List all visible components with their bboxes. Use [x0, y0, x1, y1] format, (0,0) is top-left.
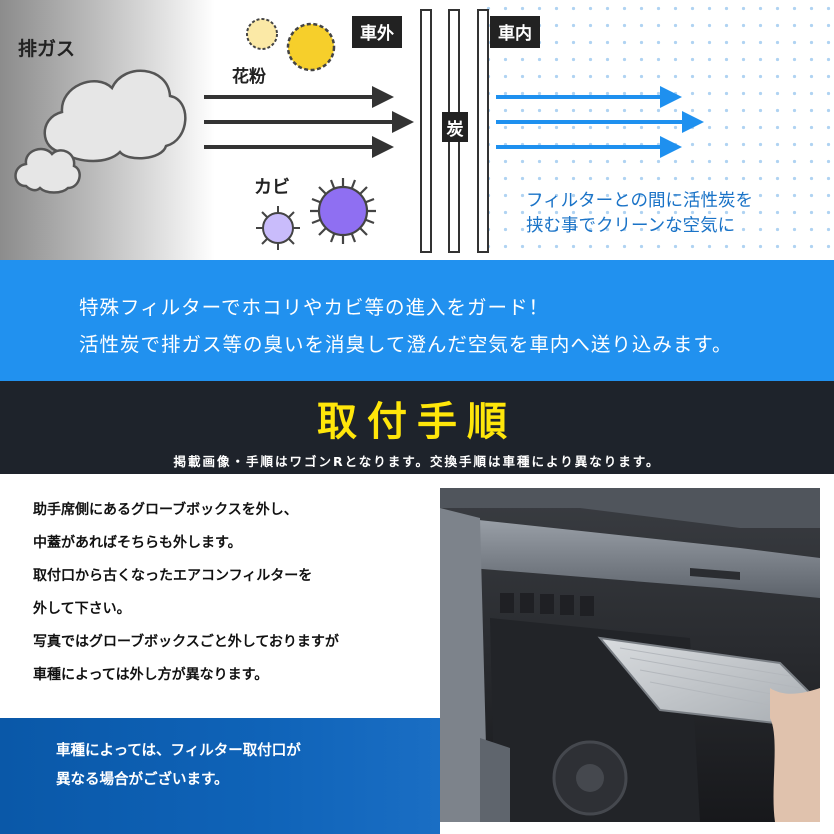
- exhaust-label: 排ガス: [18, 38, 76, 60]
- diagram-caption: フィルターとの間に活性炭を 挟む事でクリーンな空気に: [526, 189, 826, 239]
- pollen-icon-large: [286, 22, 336, 72]
- step-line: 写真ではグローブボックスごと外しておりますが: [33, 634, 339, 650]
- note-line-2: 異なる場合がございます。: [56, 772, 229, 788]
- install-title: 取付手順: [317, 399, 517, 445]
- description-line-1: 特殊フィルターでホコリやカビ等の進入をガード！: [79, 296, 549, 319]
- caption-line-2: 挟む事でクリーンな空気に: [526, 216, 736, 236]
- step-line: 外して下さい。: [33, 601, 131, 617]
- mold-label: カビ: [254, 177, 290, 198]
- mold-spore-icon: [256, 206, 300, 250]
- arrow-right-icon-blue: [496, 86, 704, 158]
- glovebox-photo-illustration: [440, 488, 820, 822]
- pollen-label: 花粉: [232, 67, 266, 87]
- filter-diagram: 排ガス 花粉 カビ 車外 車内 炭 フィルターとの間に活性炭を 挟む事でクリーン…: [0, 0, 834, 260]
- step-line: 助手席側にあるグローブボックスを外し、: [33, 502, 298, 518]
- pollen-icon: [246, 18, 278, 50]
- note-line-1: 車種によっては、フィルター取付口が: [56, 743, 301, 759]
- caption-line-1: フィルターとの間に活性炭を: [526, 191, 753, 211]
- description-band: 特殊フィルターでホコリやカビ等の進入をガード！ 活性炭で排ガス等の臭いを消臭して…: [0, 260, 834, 381]
- diagram-graphics: [14, 9, 704, 253]
- install-photo: [440, 488, 820, 822]
- outside-tag: 車外: [352, 16, 402, 48]
- charcoal-tag: 炭: [442, 112, 468, 142]
- description-line-2: 活性炭で排ガス等の臭いを消臭して澄んだ空気を車内へ送り込みます。: [79, 333, 733, 356]
- inside-tag: 車内: [490, 16, 540, 48]
- note-box: 車種によっては、フィルター取付口が 異なる場合がございます。: [0, 718, 440, 834]
- install-subtitle: 掲載画像・手順はワゴンRとなります。交換手順は車種により異なります。: [173, 454, 661, 469]
- step-line: 中蓋があればそちらも外します。: [33, 535, 242, 551]
- cloud-icon: [43, 69, 187, 163]
- step-line: 取付口から古くなったエアコンフィルターを: [33, 568, 313, 584]
- install-steps: 助手席側にあるグローブボックスを外し、 中蓋があればそちらも外します。 取付口か…: [33, 500, 433, 698]
- mold-spore-icon-large: [310, 178, 376, 244]
- cloud-icon-small: [14, 147, 81, 194]
- arrow-right-icon-dark: [204, 86, 414, 158]
- install-heading-band: 取付手順 掲載画像・手順はワゴンRとなります。交換手順は車種により異なります。: [0, 381, 834, 474]
- step-line: 車種によっては外し方が異なります。: [33, 667, 269, 683]
